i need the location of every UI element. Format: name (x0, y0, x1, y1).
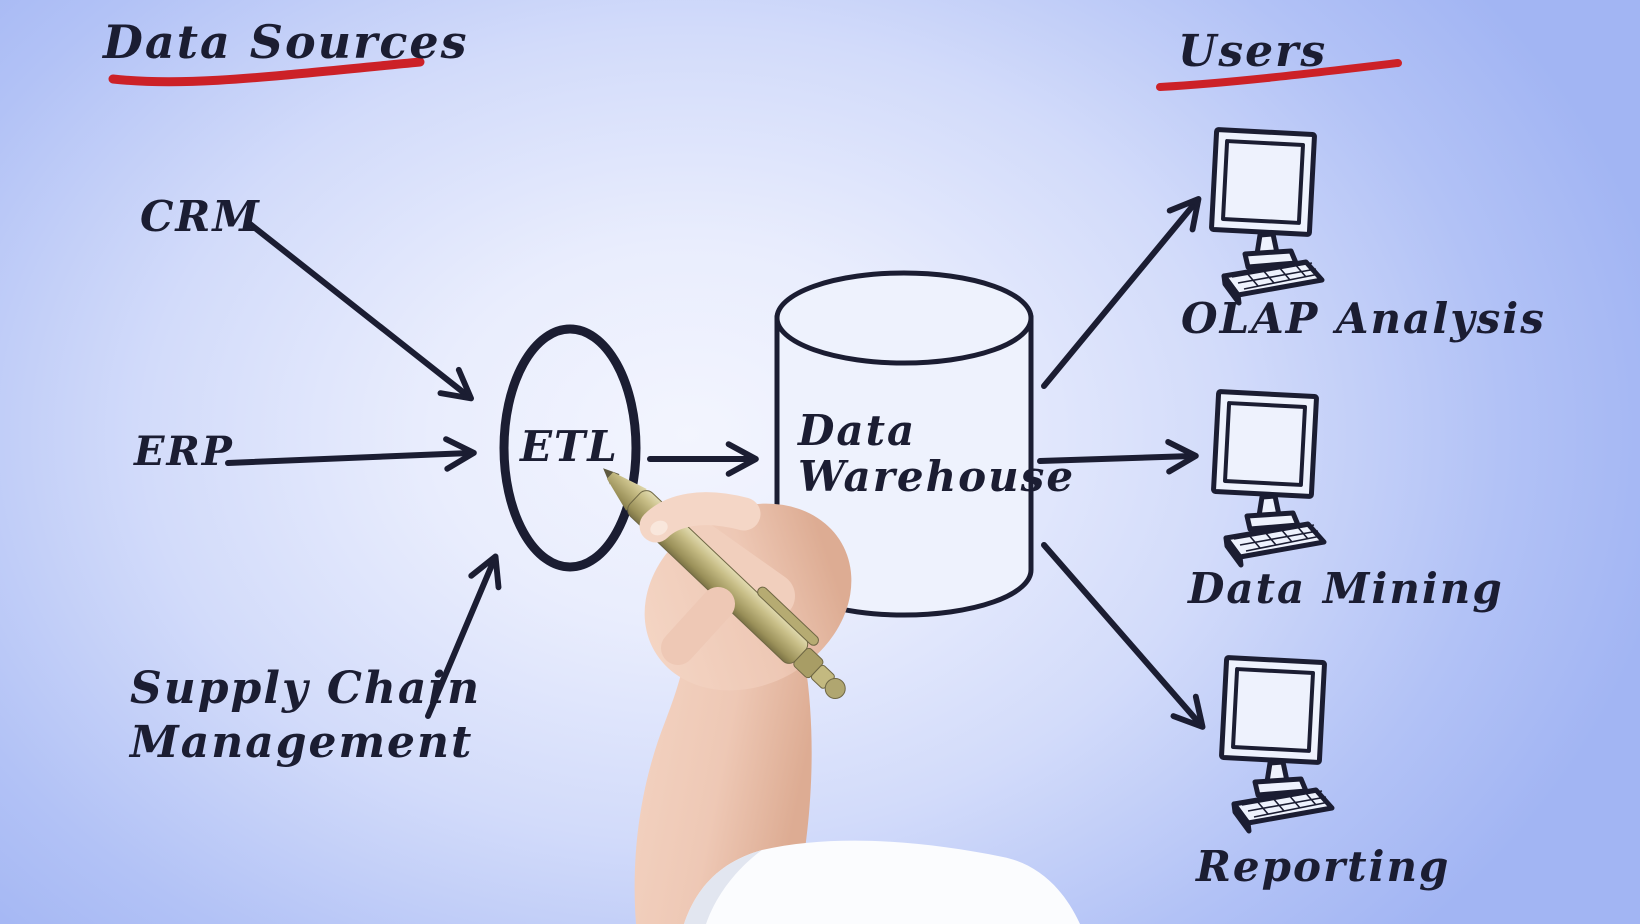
pen (603, 468, 846, 700)
pen-button (824, 678, 846, 700)
etl-ellipse-shape (499, 324, 641, 572)
red-underline-data-sources (108, 57, 425, 87)
index-fingernail (650, 520, 668, 536)
arrow-warehouse-to-data-mining (1037, 439, 1199, 475)
arrow-warehouse-to-reporting (1041, 542, 1206, 730)
thumb (661, 587, 735, 665)
pen-clip (757, 586, 819, 646)
red-underline-users (1156, 59, 1402, 91)
arrow-erp-to-etl (225, 436, 477, 472)
shirt-cuff (684, 840, 1080, 924)
arrow-crm-to-etl (247, 221, 474, 402)
shirt-cuff-shadow (684, 850, 762, 924)
pen-cone (606, 472, 647, 511)
arrow-warehouse-to-olap (1041, 196, 1202, 389)
hand-holding-pen (603, 468, 1080, 924)
arrow-scm-to-etl (425, 553, 502, 719)
index-finger (639, 492, 761, 543)
database-cylinder-shape (774, 270, 1034, 618)
